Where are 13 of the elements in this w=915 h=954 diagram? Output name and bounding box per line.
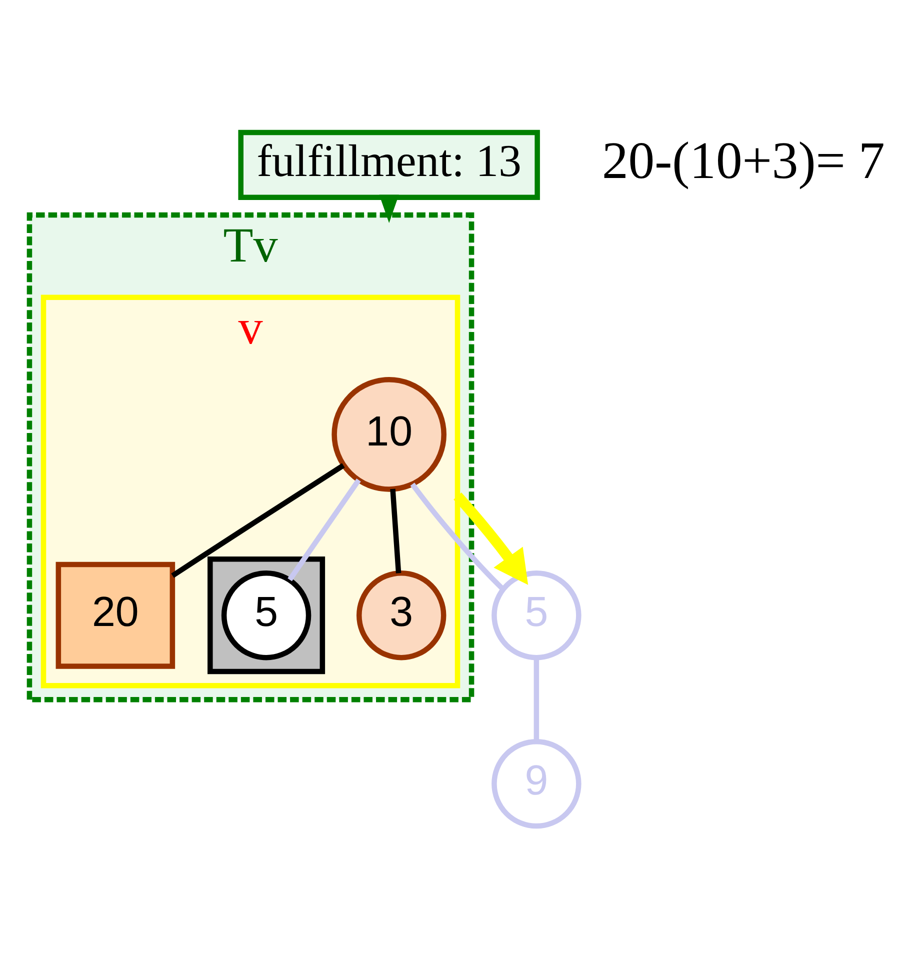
label: 20-(10+3)= 7: [602, 132, 885, 190]
arrow: [379, 194, 399, 222]
connector: [534, 657, 540, 741]
connector: [410, 482, 505, 590]
node-circle: 10: [332, 376, 446, 492]
connector: [390, 488, 402, 573]
arrow: [454, 492, 528, 584]
connector: [171, 462, 345, 578]
connector: [288, 478, 361, 581]
cluster: [208, 556, 326, 674]
node-circle: 3: [356, 570, 446, 660]
node-circle: 5: [221, 570, 312, 660]
node-box: 20: [56, 561, 176, 668]
